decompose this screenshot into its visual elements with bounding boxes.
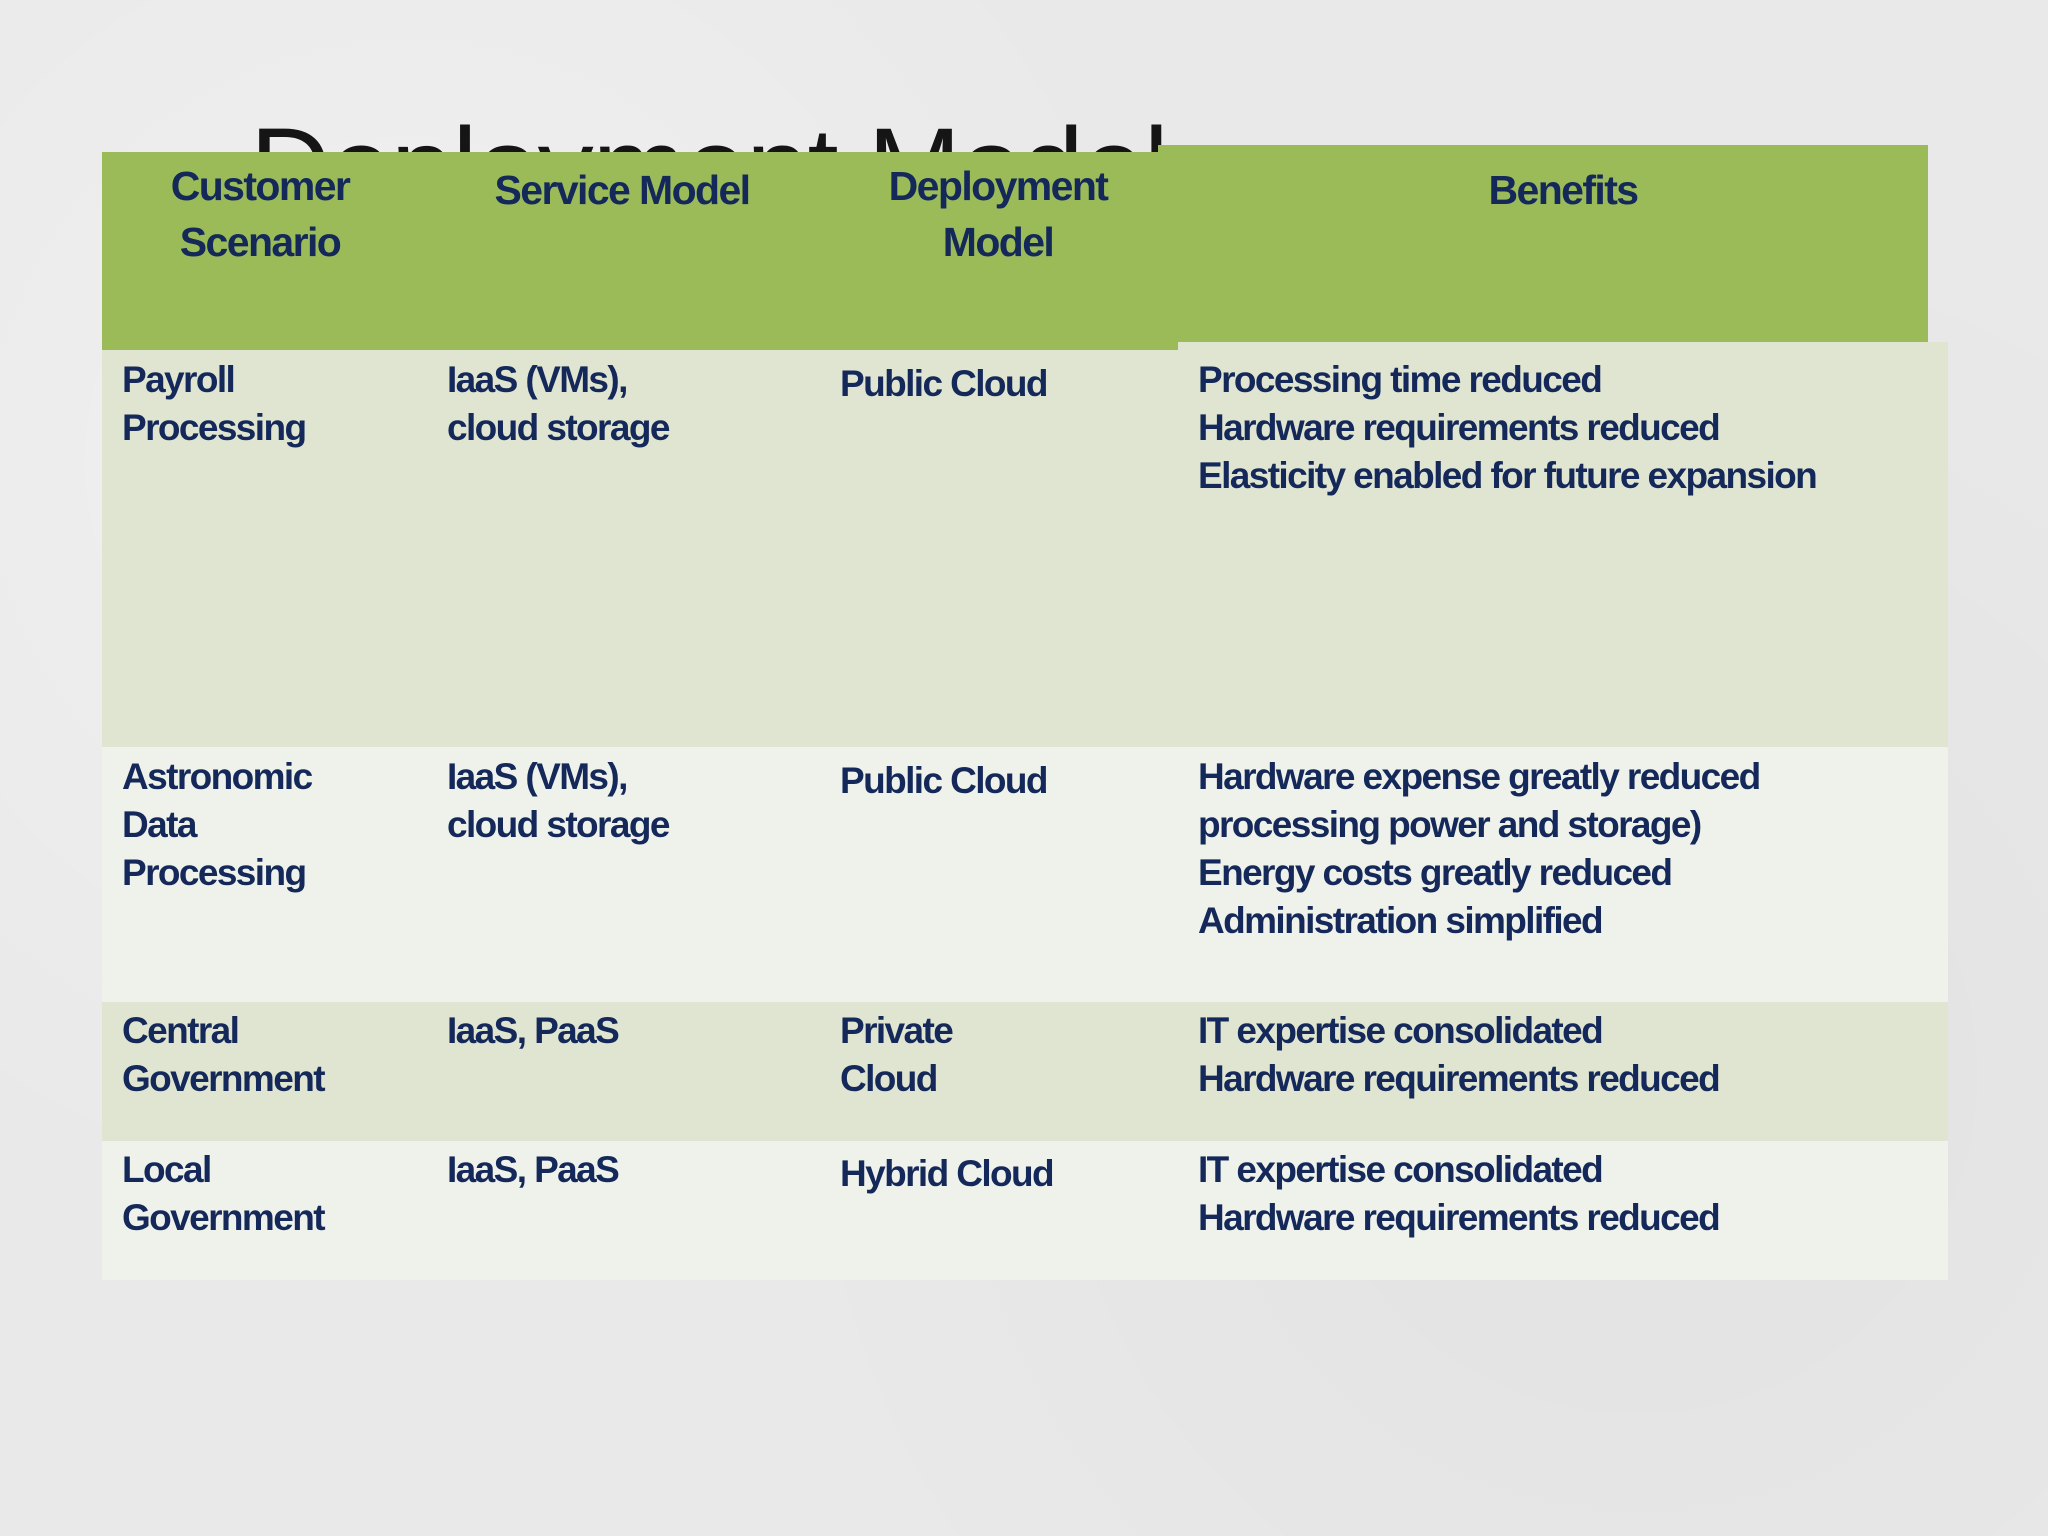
cell-text: Processing time reduced bbox=[1198, 359, 1603, 400]
cell-service-model: IaaS (VMs), cloud storage bbox=[447, 753, 817, 849]
cell-deployment-model: Public Cloud bbox=[840, 360, 1160, 408]
cell-text: processing power and storage) bbox=[1198, 804, 1702, 845]
cell-text: Astronomic bbox=[122, 756, 313, 797]
cell-text: Hardware requirements reduced bbox=[1198, 407, 1721, 448]
cell-scenario: Payroll Processing bbox=[122, 356, 412, 452]
cell-text: Energy costs greatly reduced bbox=[1198, 852, 1673, 893]
table-row-bg bbox=[102, 1002, 1948, 1141]
header-text: Deployment bbox=[888, 163, 1109, 209]
header-benefits: Benefits bbox=[1178, 162, 1948, 218]
cell-text: Government bbox=[122, 1197, 326, 1238]
cell-deployment-model: Hybrid Cloud bbox=[840, 1150, 1160, 1198]
cell-text: Hardware expense greatly reduced bbox=[1198, 756, 1761, 797]
header-deployment-model: Deployment Model bbox=[826, 158, 1170, 270]
cell-text: IT expertise consolidated bbox=[1198, 1149, 1604, 1190]
cell-text: Hardware requirements reduced bbox=[1198, 1058, 1721, 1099]
cell-benefits: IT expertise consolidated Hardware requi… bbox=[1198, 1146, 1938, 1242]
cell-text: Public Cloud bbox=[840, 363, 1049, 404]
header-text: Scenario bbox=[179, 219, 342, 265]
cell-deployment-model: Public Cloud bbox=[840, 757, 1160, 805]
table-row-bg bbox=[102, 747, 1948, 1002]
cell-benefits: Processing time reduced Hardware require… bbox=[1198, 356, 1938, 500]
header-text: Customer bbox=[170, 163, 351, 209]
cell-scenario: Central Government bbox=[122, 1007, 412, 1103]
cell-text: IaaS (VMs), bbox=[447, 756, 628, 797]
cell-text: IaaS, PaaS bbox=[447, 1010, 620, 1051]
cell-service-model: IaaS, PaaS bbox=[447, 1007, 817, 1055]
cell-text: Payroll bbox=[122, 359, 236, 400]
cell-scenario: Astronomic Data Processing bbox=[122, 753, 412, 897]
cell-text: Private bbox=[840, 1010, 954, 1051]
table-header-bg-right bbox=[1158, 145, 1928, 342]
cell-deployment-model: Private Cloud bbox=[840, 1007, 1160, 1103]
header-service-model: Service Model bbox=[418, 162, 826, 218]
cell-text: Public Cloud bbox=[840, 760, 1049, 801]
cell-text: IaaS (VMs), bbox=[447, 359, 628, 400]
cell-text: Government bbox=[122, 1058, 326, 1099]
cell-text: Hybrid Cloud bbox=[840, 1153, 1055, 1194]
header-text: Service Model bbox=[494, 167, 752, 213]
header-customer-scenario: Customer Scenario bbox=[102, 158, 418, 270]
cell-text: cloud storage bbox=[447, 804, 670, 845]
cell-benefits: IT expertise consolidated Hardware requi… bbox=[1198, 1007, 1938, 1103]
cell-text: cloud storage bbox=[447, 407, 670, 448]
cell-text: Processing bbox=[122, 407, 307, 448]
header-text: Benefits bbox=[1488, 167, 1640, 213]
table-row-bg bbox=[102, 1141, 1948, 1280]
cell-scenario: Local Government bbox=[122, 1146, 412, 1242]
cell-text: IaaS, PaaS bbox=[447, 1149, 620, 1190]
header-text: Model bbox=[942, 219, 1055, 265]
table-row-bg bbox=[102, 350, 1948, 747]
table-header-bg-left bbox=[102, 152, 1178, 350]
cell-text: Central bbox=[122, 1010, 240, 1051]
cell-text: IT expertise consolidated bbox=[1198, 1010, 1604, 1051]
cell-service-model: IaaS (VMs), cloud storage bbox=[447, 356, 817, 452]
cell-text: Cloud bbox=[840, 1058, 938, 1099]
cell-text: Local bbox=[122, 1149, 212, 1190]
cell-benefits: Hardware expense greatly reduced process… bbox=[1198, 753, 1938, 945]
cell-text: Data bbox=[122, 804, 197, 845]
cell-text: Administration simplified bbox=[1198, 900, 1604, 941]
cell-service-model: IaaS, PaaS bbox=[447, 1146, 817, 1194]
cell-text: Elasticity enabled for future expansion bbox=[1198, 455, 1818, 496]
cell-text: Processing bbox=[122, 852, 307, 893]
table-row-bg-notch bbox=[1178, 342, 1948, 352]
cell-text: Hardware requirements reduced bbox=[1198, 1197, 1721, 1238]
